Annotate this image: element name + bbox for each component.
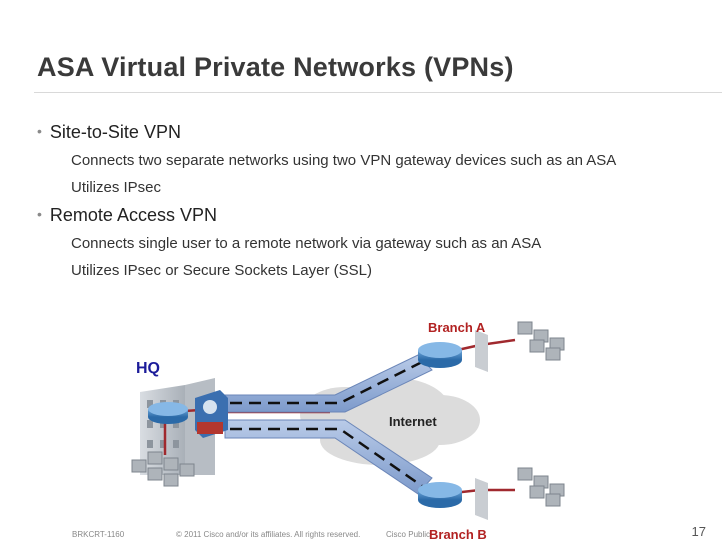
hq-label: HQ	[136, 360, 160, 377]
bullet-site-to-site: • Site-to-Site VPN	[37, 120, 616, 149]
sub-bullet: Utilizes IPsec	[71, 179, 162, 196]
hq-router-icon	[148, 402, 188, 424]
title-divider	[34, 92, 722, 93]
vpn-network-diagram	[131, 321, 565, 520]
sub-bullet: Utilizes IPsec or Secure Sockets Layer (…	[71, 262, 372, 279]
bullet-text: Site-to-Site VPN	[49, 122, 181, 142]
slide-title: ASA Virtual Private Networks (VPNs)	[37, 52, 514, 82]
hq-workstations-icon	[131, 451, 195, 487]
page-number: 17	[691, 524, 706, 539]
internet-label: Internet	[389, 414, 437, 429]
footer-classification: Cisco Public	[386, 530, 431, 539]
branch-b-label: Branch B	[429, 527, 487, 542]
branch-a-workstations-icon	[517, 321, 565, 361]
branch-a-label: Branch A	[428, 320, 486, 335]
bullet-text: Remote Access VPN	[49, 205, 217, 225]
branch-b-router-icon	[418, 478, 488, 520]
footer-copyright: © 2011 Cisco and/or its affiliates. All …	[176, 530, 361, 539]
bullet-dot-icon: •	[37, 123, 42, 139]
branch-a-router-icon	[418, 330, 488, 372]
sub-bullet: Connects two separate networks using two…	[71, 152, 617, 169]
sub-bullet: Connects single user to a remote network…	[71, 235, 542, 252]
branch-b-workstations-icon	[517, 467, 565, 507]
bullet-remote-access: • Remote Access VPN	[37, 203, 616, 232]
footer-session-code: BRKCRT-1160	[72, 530, 125, 539]
bullet-dot-icon: •	[37, 206, 42, 222]
asa-firewall-icon	[195, 390, 228, 438]
bullet-list: • Site-to-Site VPN Connects two separate …	[37, 120, 616, 286]
